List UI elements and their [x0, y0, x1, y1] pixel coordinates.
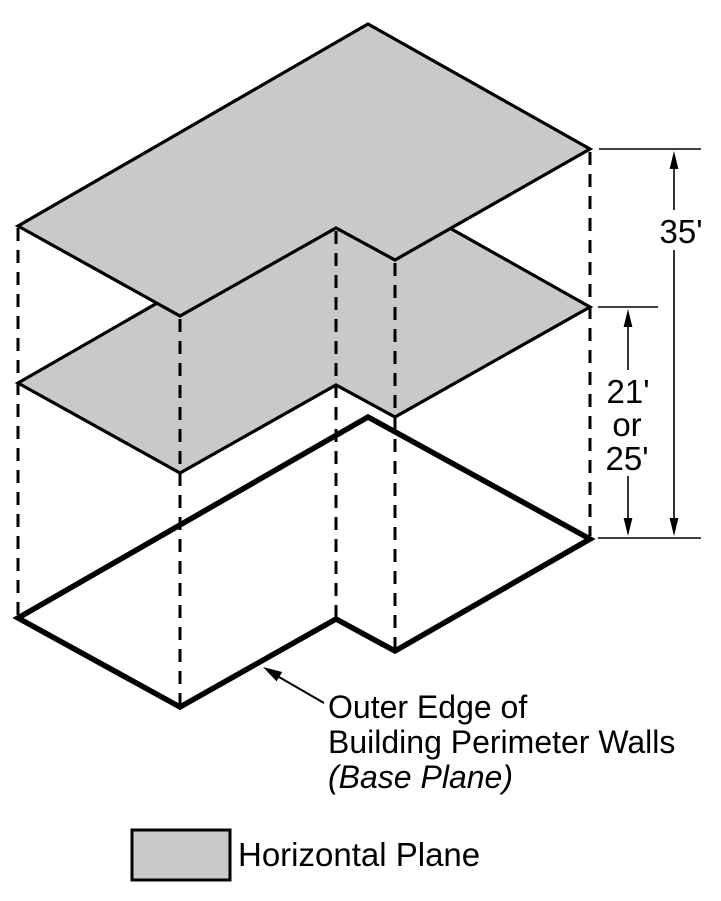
annotation-line1: Outer Edge of [328, 689, 527, 725]
dimension-overall-height-label: 35' [659, 213, 702, 250]
annotation-leader-line [278, 676, 325, 704]
arrow-up-icon [669, 151, 679, 169]
arrow-up-left-icon [263, 667, 283, 682]
base-plane-outline [12, 413, 596, 711]
arrow-down-icon [623, 518, 633, 536]
dimension-intermediate-alt-value-label: 25' [605, 440, 648, 477]
dimension-intermediate-or-label: or [612, 406, 641, 443]
legend-swatch [130, 828, 232, 882]
arrow-down-icon [669, 518, 679, 536]
arrow-up-icon [623, 309, 633, 327]
horizontal-plane-top [14, 22, 594, 318]
legend-label: Horizontal Plane [238, 836, 480, 873]
annotation-line2: Building Perimeter Walls [328, 724, 675, 760]
annotation-line3: (Base Plane) [328, 759, 513, 795]
dimension-intermediate-value-label: 21' [606, 373, 649, 410]
